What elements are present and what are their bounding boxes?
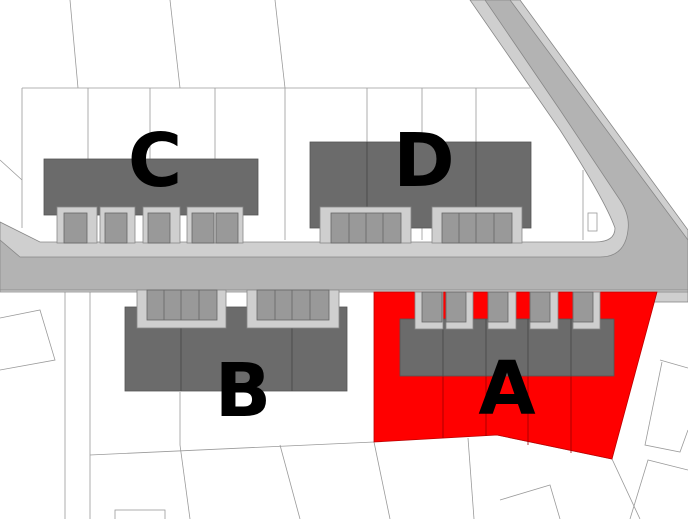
building-block-b[interactable] bbox=[124, 289, 348, 392]
block-label-c: C bbox=[128, 118, 182, 204]
road-network bbox=[0, 0, 688, 303]
plot-a-divisions bbox=[442, 376, 572, 453]
block-label-d: D bbox=[393, 118, 454, 204]
block-label-b: B bbox=[215, 348, 271, 434]
building-block-c[interactable] bbox=[43, 158, 259, 244]
block-label-a: A bbox=[478, 346, 535, 432]
building-block-a[interactable] bbox=[399, 291, 615, 377]
building-block-d[interactable] bbox=[309, 141, 532, 244]
